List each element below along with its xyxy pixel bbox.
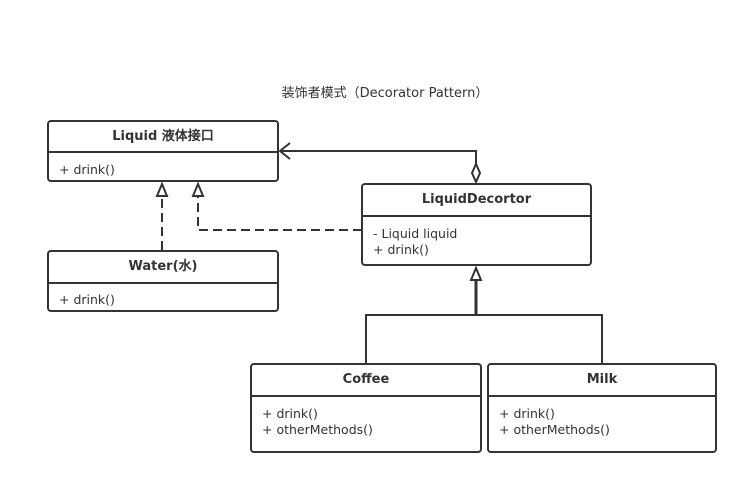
water-class-name: Water(水) bbox=[49, 252, 277, 284]
decorator-realizes-liquid-arrow bbox=[191, 181, 362, 231]
liquid-decorator-members: - Liquid liquid + drink() bbox=[363, 217, 590, 258]
liquid-interface-members: + drink() bbox=[49, 153, 277, 178]
water-class-members: + drink() bbox=[49, 284, 277, 308]
milk-member-drink: + drink() bbox=[499, 406, 555, 421]
decorators-extend-decorator-arrow bbox=[365, 265, 603, 363]
liquid-interface-name: Liquid 液体接口 bbox=[49, 122, 277, 153]
decorator-member-drink: + drink() bbox=[373, 242, 429, 257]
liquid-interface-box: Liquid 液体接口 + drink() bbox=[47, 120, 279, 182]
liquid-decorator-box: LiquidDecortor - Liquid liquid + drink() bbox=[361, 183, 592, 266]
coffee-member-other-methods: + otherMethods() bbox=[262, 422, 373, 437]
coffee-member-drink: + drink() bbox=[262, 406, 318, 421]
water-realizes-liquid-arrow bbox=[155, 181, 169, 250]
milk-class-box: Milk + drink() + otherMethods() bbox=[487, 363, 717, 453]
milk-class-members: + drink() + otherMethods() bbox=[489, 397, 715, 438]
liquid-decorator-name: LiquidDecortor bbox=[363, 185, 590, 217]
liquid-member-drink: + drink() bbox=[59, 162, 115, 177]
decorator-member-liquid: - Liquid liquid bbox=[373, 226, 458, 241]
coffee-class-box: Coffee + drink() + otherMethods() bbox=[250, 363, 482, 453]
coffee-class-members: + drink() + otherMethods() bbox=[252, 397, 480, 438]
decorator-aggregates-liquid-arrow bbox=[278, 142, 482, 185]
water-class-box: Water(水) + drink() bbox=[47, 250, 279, 312]
water-member-drink: + drink() bbox=[59, 292, 115, 307]
milk-class-name: Milk bbox=[489, 365, 715, 397]
diagram-title: 装饰者模式（Decorator Pattern） bbox=[281, 86, 489, 101]
coffee-class-name: Coffee bbox=[252, 365, 480, 397]
milk-member-other-methods: + otherMethods() bbox=[499, 422, 610, 437]
